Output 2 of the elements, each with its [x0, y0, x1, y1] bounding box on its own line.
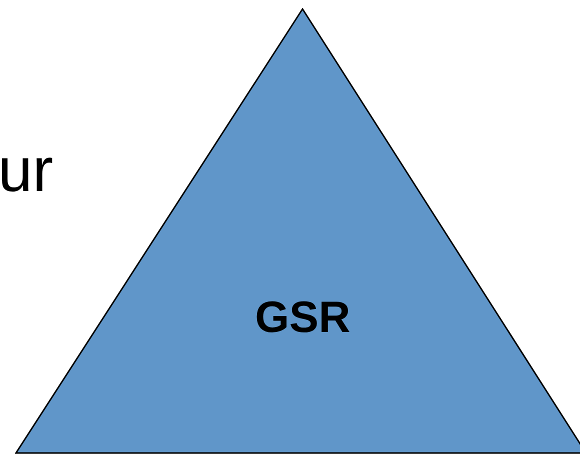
node-label: GSR: [255, 296, 350, 340]
partial-word: ur: [0, 140, 54, 202]
